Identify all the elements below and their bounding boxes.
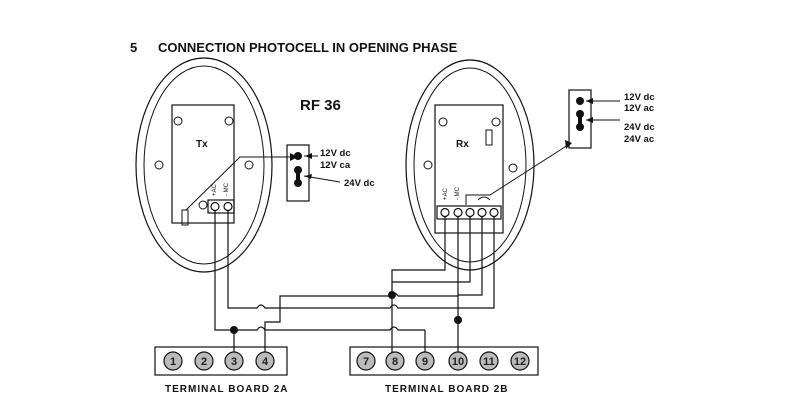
terminal-board-2a: 1 2 3 4 TERMINAL BOARD 2A <box>154 346 288 395</box>
terminal-2: 2 <box>194 351 214 371</box>
tx-option-12vca: 12V ca <box>320 160 351 171</box>
tx-option-24vdc: 24V dc <box>344 178 375 189</box>
rx-jumper-block: 12V dc 12V ac 24V dc 24V ac <box>568 89 655 149</box>
terminal-3: 3 <box>224 351 244 371</box>
svg-text:2: 2 <box>201 356 207 368</box>
terminal-board-2b: 7 8 9 10 11 12 TERMINAL BOARD 2B <box>349 346 539 395</box>
tx-terminal-label-ac: +AC <box>212 183 218 196</box>
svg-text:4: 4 <box>262 356 269 368</box>
svg-text:8: 8 <box>392 356 398 368</box>
model-label: RF 36 <box>300 97 341 114</box>
wires <box>214 210 495 355</box>
terminal-board-2a-caption: TERMINAL BOARD 2A <box>165 384 288 395</box>
rx-unit: Rx +AC - MC <box>405 59 572 271</box>
terminal-12: 12 <box>510 351 530 371</box>
terminal-9: 9 <box>415 351 435 371</box>
terminal-7: 7 <box>356 351 376 371</box>
svg-text:3: 3 <box>231 356 237 368</box>
tx-unit: Tx +AC - MC <box>135 57 298 273</box>
tx-terminal-label-mc: - MC <box>224 182 230 196</box>
terminal-4: 4 <box>255 351 275 371</box>
rx-option-12vdc: 12V dc <box>624 92 655 103</box>
terminal-10: 10 <box>448 351 468 371</box>
svg-text:1: 1 <box>170 356 176 368</box>
rx-option-24vdc: 24V dc <box>624 122 655 133</box>
rx-label: Rx <box>456 139 469 150</box>
page-title: CONNECTION PHOTOCELL IN OPENING PHASE <box>158 40 458 55</box>
tx-jumper-block: 12V dc 12V ca 24V dc <box>286 144 375 202</box>
svg-text:12: 12 <box>514 356 526 368</box>
tx-option-12vdc: 12V dc <box>320 148 351 159</box>
terminal-1: 1 <box>163 351 183 371</box>
rx-option-24vac: 24V ac <box>624 134 654 145</box>
rx-terminal-label-mc: - MC <box>455 186 461 200</box>
terminal-8: 8 <box>385 351 405 371</box>
svg-text:10: 10 <box>452 356 464 368</box>
terminal-11: 11 <box>479 351 499 371</box>
rx-option-12vac: 12V ac <box>624 103 654 114</box>
svg-text:11: 11 <box>483 356 495 368</box>
rx-terminal-label-ac: +AC <box>443 187 449 200</box>
svg-text:9: 9 <box>422 356 428 368</box>
svg-text:7: 7 <box>363 356 369 368</box>
tx-label: Tx <box>196 139 208 150</box>
section-number: 5 <box>130 40 137 55</box>
terminal-board-2b-caption: TERMINAL BOARD 2B <box>385 384 508 395</box>
